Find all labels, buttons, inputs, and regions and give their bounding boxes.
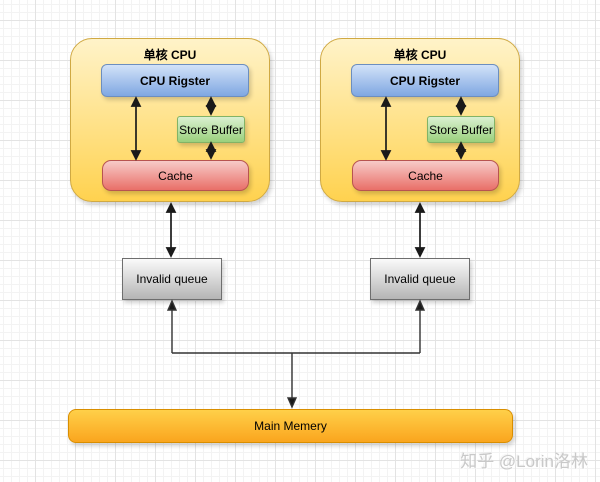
main-memory-box: Main Memery: [68, 409, 513, 443]
cpu-title: 单核 CPU: [393, 48, 447, 62]
arrowhead-up-icon: [166, 299, 178, 311]
arrowhead-down-icon: [286, 397, 298, 409]
cpu-container-2: 单核 CPU CPU Rigster Store Buffer Cache: [320, 38, 520, 202]
arrowhead-up-icon: [165, 202, 177, 213]
cpu-container-1: 单核 CPU CPU Rigster Store Buffer Cache: [70, 38, 270, 202]
watermark: 知乎 @Lorin洛林: [460, 452, 588, 471]
arrowhead-up-icon: [414, 299, 426, 311]
cpu-register-box: CPU Rigster: [101, 64, 249, 97]
arrowhead-up-icon: [414, 202, 426, 213]
cache-box: Cache: [102, 160, 249, 191]
store-buffer-box: Store Buffer: [177, 116, 245, 143]
cache-box: Cache: [352, 160, 499, 191]
cpu-title: 单核 CPU: [143, 48, 197, 62]
invalid-queue-box-2: Invalid queue: [370, 258, 470, 300]
cpu-register-box: CPU Rigster: [351, 64, 499, 97]
store-buffer-box: Store Buffer: [427, 116, 495, 143]
invalid-queue-box-1: Invalid queue: [122, 258, 222, 300]
arrowhead-down-icon: [414, 247, 426, 258]
arrowhead-down-icon: [165, 247, 177, 258]
